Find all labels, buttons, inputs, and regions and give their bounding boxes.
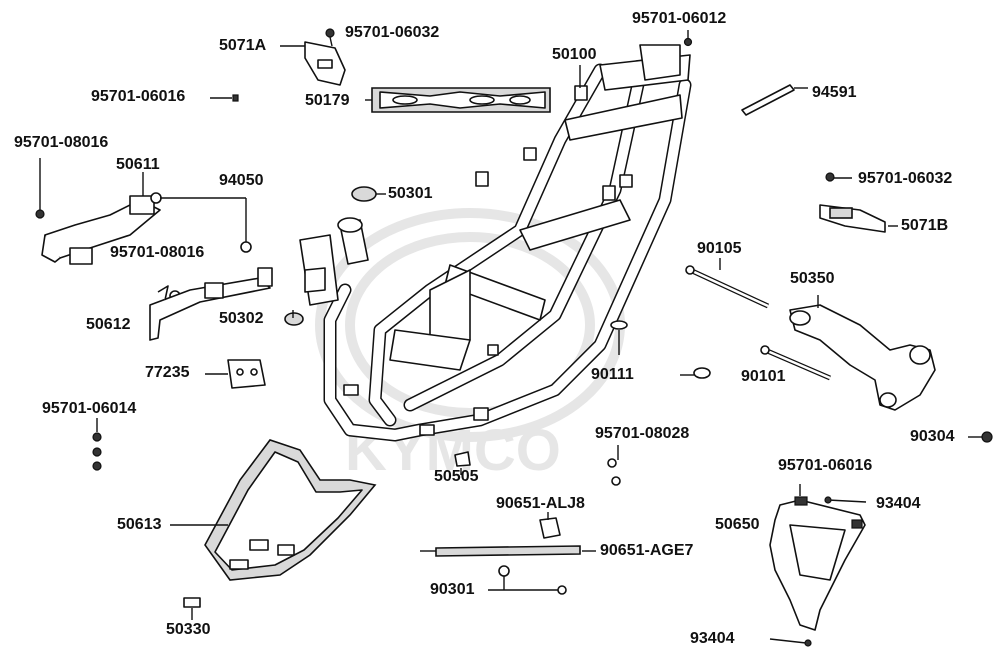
nut-94050 (150, 192, 252, 253)
engine-hanger-50350 (789, 295, 936, 411)
grommet-50301 (351, 186, 386, 202)
main-frame (299, 44, 692, 442)
label-90651-age7: 90651-AGE7 (600, 542, 694, 559)
label-50613: 50613 (117, 516, 162, 533)
label-95701-06016-left: 95701-06016 (91, 88, 186, 105)
label-90301: 90301 (430, 581, 475, 598)
label-50302: 50302 (219, 310, 264, 327)
label-95701-08028: 95701-08028 (595, 425, 690, 442)
bolt-95701-08016-top (35, 158, 45, 219)
label-50505: 50505 (434, 468, 479, 485)
label-50650: 50650 (715, 516, 760, 533)
leader-lines (142, 45, 581, 620)
label-90651-alj8: 90651-ALJ8 (496, 495, 585, 512)
rod-94591 (741, 84, 808, 116)
bolt-95701-06032-right (825, 172, 852, 182)
bolt-90105 (685, 258, 770, 309)
bolt-93404-top (824, 496, 867, 504)
label-50100: 50100 (552, 46, 597, 63)
bolt-93404-bottom (769, 638, 812, 647)
label-93404-bottom: 93404 (690, 630, 735, 647)
label-95701-06016-right: 95701-06016 (778, 457, 873, 474)
label-50611: 50611 (116, 156, 160, 173)
clip-90651-alj8 (539, 517, 561, 539)
bolt-95701-06032-top (325, 28, 335, 47)
label-50179: 50179 (305, 92, 350, 109)
kymco-watermark: KYMCO (315, 208, 625, 483)
bolts-95701-06014 (92, 418, 102, 471)
label-77235: 77235 (145, 364, 190, 381)
label-50330: 50330 (166, 621, 211, 638)
clip-50505 (454, 451, 471, 467)
label-50350: 50350 (790, 270, 835, 287)
bolt-95701-06016-left (210, 94, 239, 102)
nut-90304 (968, 431, 993, 443)
cable-tie-90651-age7 (420, 545, 596, 557)
clip-77235 (205, 359, 266, 389)
label-50612: 50612 (86, 316, 131, 333)
plate-50179 (371, 87, 551, 113)
grommet-50302 (284, 312, 304, 326)
label-95701-06014: 95701-06014 (42, 400, 137, 417)
label-94050: 94050 (219, 172, 264, 189)
label-50301: 50301 (388, 185, 433, 202)
cover-50613 (170, 439, 377, 581)
label-90111: 90111 (591, 366, 634, 383)
label-94591: 94591 (812, 84, 857, 101)
label-90304: 90304 (910, 428, 955, 445)
bolts-95701-08028 (607, 445, 621, 486)
bracket-50650 (769, 484, 866, 631)
bracket-5071a (304, 41, 346, 86)
label-50330 (183, 597, 201, 608)
bolt-90101 (760, 345, 831, 381)
label-95701-08016-mid: 95701-08016 (110, 244, 205, 261)
label-95701-06032-right: 95701-06032 (858, 170, 953, 187)
bracket-50611 (41, 195, 161, 265)
nut-90301 (488, 565, 567, 595)
label-95701-06032-top: 95701-06032 (345, 24, 440, 41)
bolt-90111 (610, 320, 711, 379)
bolt-95701-06012 (683, 30, 693, 47)
label-95701-08016-top: 95701-08016 (14, 134, 109, 151)
label-5071b: 5071B (901, 217, 949, 234)
label-95701-06012: 95701-06012 (632, 10, 727, 27)
label-90105: 90105 (697, 240, 742, 257)
bracket-5071b (819, 204, 898, 233)
label-90101: 90101 (741, 368, 786, 385)
label-93404-top: 93404 (876, 495, 921, 512)
bracket-50612 (149, 267, 273, 341)
label-5071a: 5071A (219, 37, 267, 54)
